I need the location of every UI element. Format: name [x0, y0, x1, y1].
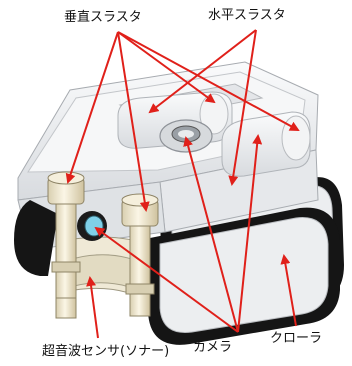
arrow-sonar: [86, 276, 99, 339]
arrow-vertical-thruster-left: [65, 31, 119, 184]
arrow-horizontal-thruster-1: [148, 29, 257, 114]
label-camera: カメラ: [193, 340, 233, 355]
front-camera: [77, 211, 107, 241]
arrow-camera-3: [237, 134, 263, 333]
arrow-vertical-thruster-right: [117, 31, 150, 212]
label-horizontal-thruster: 水平スラスタ: [208, 8, 286, 23]
arrow-horizontal-thruster-2: [228, 29, 257, 186]
arrow-camera-2: [183, 136, 239, 333]
arrow-camera-1: [94, 226, 239, 333]
arrow-vertical-thruster-back1: [117, 31, 216, 104]
label-vertical-thruster: 垂直スラスタ: [64, 10, 142, 25]
label-sonar: 超音波センサ(ソナー): [42, 344, 170, 359]
vertical-thruster-right: [121, 193, 159, 317]
label-crawler: クローラ: [270, 331, 323, 346]
arrow-crawler: [280, 254, 297, 327]
annotation-arrows: [65, 29, 300, 339]
arrow-vertical-thruster-back2: [117, 31, 300, 131]
top-camera: [159, 119, 213, 153]
